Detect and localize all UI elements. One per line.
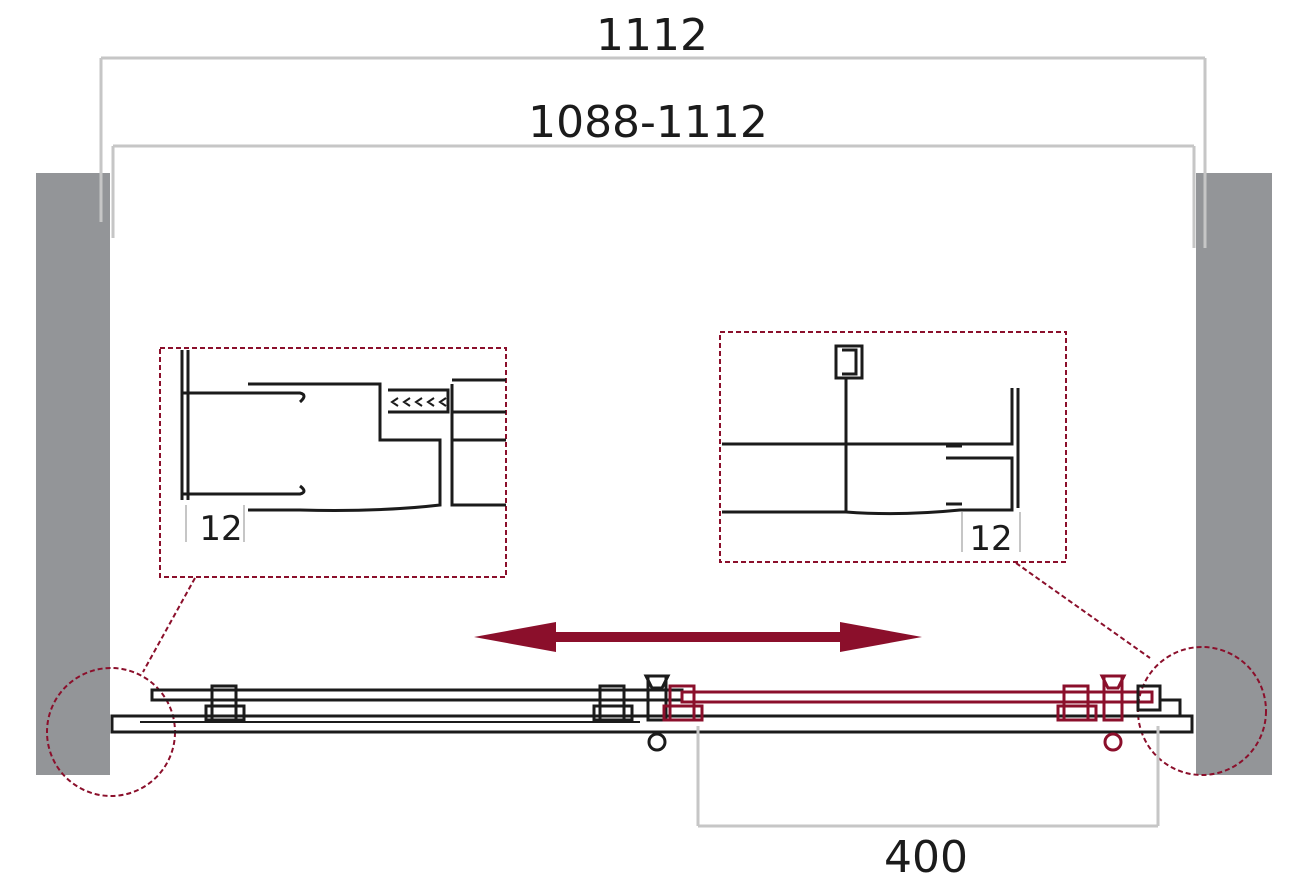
right-detail-profile xyxy=(722,344,1020,516)
left-detail-profile xyxy=(180,350,506,512)
opening-label: 400 xyxy=(884,832,968,877)
right-leader-line xyxy=(1015,562,1151,659)
adjustment-range-label: 1088-1112 xyxy=(528,97,768,148)
left-wall xyxy=(36,173,110,775)
sliding-direction-arrow xyxy=(474,622,922,652)
adjustment-range-dimension xyxy=(111,144,1196,248)
left-detail-callout: 12 xyxy=(159,347,507,578)
overall-width-dimension xyxy=(99,56,1207,248)
left-leader-line xyxy=(142,577,196,673)
left-gap-label: 12 xyxy=(199,509,242,549)
right-wall xyxy=(1196,173,1272,775)
right-gap-label: 12 xyxy=(969,519,1012,559)
door-plan xyxy=(110,674,1194,752)
overall-width-label: 1112 xyxy=(596,10,708,61)
right-detail-callout: 12 xyxy=(719,331,1067,563)
opening-dimension xyxy=(696,726,1160,828)
